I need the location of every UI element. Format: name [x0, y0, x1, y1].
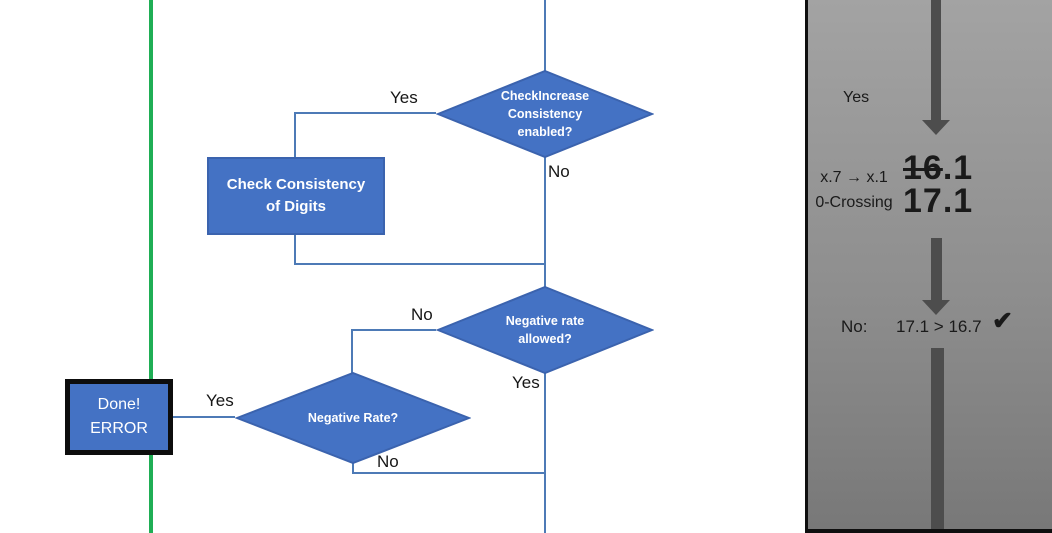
check-mark-icon: ✔	[992, 307, 1013, 335]
diamond-shape	[436, 70, 654, 158]
decision-negative-rate-allowed: Negative rate allowed?	[436, 286, 654, 374]
connector-process-down-vertical	[294, 235, 296, 265]
terminator-done-error: Done! ERROR	[65, 379, 173, 455]
decision-check-increase-consistency: CheckIncrease Consistency enabled?	[436, 70, 654, 158]
decision-negative-rate: Negative Rate?	[235, 372, 471, 464]
connector-yes-top-vertical	[294, 112, 296, 158]
decision-label: Negative rate allowed?	[505, 314, 585, 346]
connector-yes-top-horizontal	[294, 112, 436, 114]
down-arrow-1-head	[922, 120, 950, 135]
panel-old-value: 16.1	[903, 149, 974, 187]
connector-no-mid-vertical	[351, 329, 353, 373]
branch-label-no-top: No	[548, 162, 570, 181]
decision-label: Negative Rate?	[307, 411, 399, 425]
connector-no-mid-horizontal	[351, 329, 436, 331]
down-arrow-2-shaft	[931, 238, 942, 300]
connector-yes-left-horizontal	[173, 416, 235, 418]
decision-label: CheckIncrease Consistency enabled?	[500, 89, 590, 139]
diamond-shape	[436, 286, 654, 374]
branch-label-yes-mid: Yes	[512, 373, 540, 392]
branch-label-yes-top: Yes	[390, 88, 418, 107]
panel-new-value: 17.1	[903, 182, 974, 220]
struck-value: 16	[903, 149, 943, 187]
connector-main-vertical	[544, 0, 546, 533]
down-arrow-3-shaft	[931, 348, 944, 529]
struck-value-rest: .1	[942, 149, 974, 187]
panel-mapping-note: x.7 → x.1 0-Crossing	[815, 169, 893, 211]
branch-label-no-bottom: No	[377, 452, 399, 471]
diamond-shape	[235, 372, 471, 464]
connector-no-bottom-horizontal	[352, 472, 546, 474]
process-check-consistency-of-digits: Check Consistency of Digits	[207, 157, 385, 235]
side-annotation-panel: Yes x.7 → x.1 0-Crossing 16.1 17.1 No: 1…	[805, 0, 1052, 533]
branch-label-no-mid: No	[411, 305, 433, 324]
panel-result-comparison: 17.1 > 16.7	[896, 317, 982, 336]
down-arrow-2-head	[922, 300, 950, 315]
connector-process-down-horizontal	[294, 263, 546, 265]
panel-result-label: No:	[841, 317, 868, 336]
branch-label-yes-left: Yes	[206, 391, 234, 410]
panel-values: 16.1 17.1	[903, 149, 974, 220]
panel-yes-label: Yes	[843, 89, 870, 106]
connector-no-bottom-vertical	[352, 463, 354, 474]
green-timeline-line	[149, 0, 153, 533]
down-arrow-1-shaft	[931, 0, 941, 120]
